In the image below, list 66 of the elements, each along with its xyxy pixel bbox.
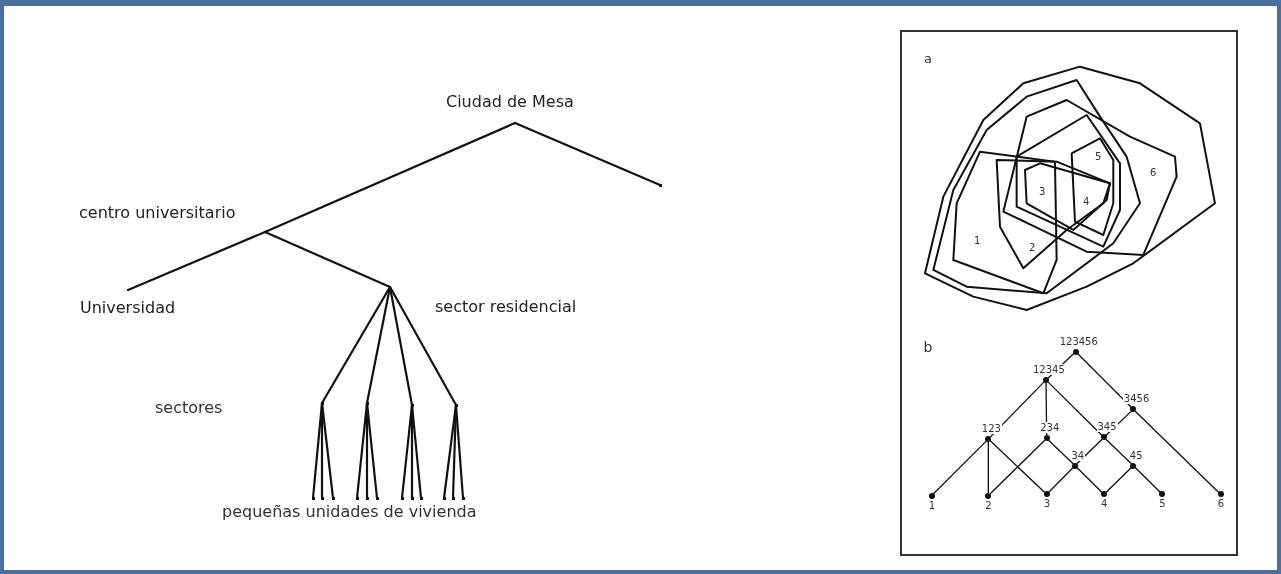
region-number: 3 bbox=[1039, 186, 1046, 198]
branch-point bbox=[442, 496, 446, 500]
vertex-label: 234 bbox=[1039, 422, 1061, 434]
branch-point bbox=[320, 496, 324, 500]
region-number: 4 bbox=[1083, 196, 1090, 208]
branch-point bbox=[451, 496, 455, 500]
region-number: 6 bbox=[1150, 167, 1157, 179]
branch-point bbox=[461, 496, 465, 500]
branch-point bbox=[320, 401, 324, 405]
vertex-label: 123 bbox=[980, 423, 1002, 434]
branch-point bbox=[355, 496, 359, 500]
branch-point bbox=[658, 183, 662, 187]
tree-label: Universidad bbox=[80, 299, 176, 317]
lattice-line bbox=[1045, 382, 1048, 436]
lattice-line bbox=[933, 440, 987, 495]
lattice-line bbox=[1047, 381, 1103, 436]
branch-line bbox=[388, 285, 458, 407]
vertex-label: 5 bbox=[1158, 498, 1167, 510]
region-number: 5 bbox=[1095, 151, 1102, 163]
branch-line bbox=[263, 230, 392, 289]
vertex-label: 34 bbox=[1070, 449, 1086, 461]
panel-letter: b bbox=[923, 339, 933, 355]
panel-letter: a bbox=[924, 50, 932, 66]
lattice-line bbox=[1076, 438, 1103, 465]
branch-point bbox=[419, 496, 423, 500]
vertex-label: 45 bbox=[1128, 449, 1144, 461]
vertex-label: 3 bbox=[1042, 498, 1052, 510]
level-label: pequeñas unidades de vivienda bbox=[222, 503, 477, 521]
lattice-line bbox=[1134, 467, 1161, 493]
lattice-line bbox=[1048, 439, 1074, 465]
vertex-label: 123456 bbox=[1058, 335, 1099, 347]
branch-point bbox=[365, 496, 369, 500]
vertex-label: 2 bbox=[984, 499, 993, 511]
vertex-label: 12345 bbox=[1032, 364, 1066, 375]
branch-line bbox=[126, 230, 267, 292]
branch-point bbox=[365, 401, 369, 405]
branch-point bbox=[400, 496, 404, 500]
branch-line bbox=[320, 285, 392, 405]
lattice-line bbox=[1076, 467, 1103, 493]
lattice-line bbox=[1048, 467, 1074, 493]
tree-label: Ciudad de Mesa bbox=[446, 93, 574, 111]
branch-point bbox=[311, 496, 315, 500]
region-number: 1 bbox=[974, 235, 981, 247]
lattice-line bbox=[1134, 410, 1220, 493]
level-label: sectores bbox=[155, 399, 223, 417]
tree-label: centro universitario bbox=[79, 204, 236, 222]
lattice-line bbox=[1105, 438, 1132, 465]
branch-point bbox=[454, 403, 458, 407]
lattice-line bbox=[987, 441, 989, 494]
tree-label: sector residencial bbox=[435, 298, 577, 316]
vertex-label: 6 bbox=[1216, 498, 1226, 510]
vertex-label: 3456 bbox=[1122, 393, 1151, 405]
vertex-label: 345 bbox=[1096, 421, 1118, 433]
vertex-label: 4 bbox=[1100, 498, 1109, 510]
lattice-line bbox=[1077, 353, 1132, 408]
branch-line bbox=[388, 285, 414, 407]
region-number: 2 bbox=[1029, 242, 1036, 254]
branch-point bbox=[375, 496, 379, 500]
branch-point bbox=[410, 496, 414, 500]
branch-line bbox=[513, 121, 662, 187]
lattice-line bbox=[989, 381, 1045, 438]
branch-point bbox=[331, 496, 335, 500]
lattice-line bbox=[1105, 467, 1132, 493]
branch-line bbox=[263, 121, 517, 234]
vertex-label: 1 bbox=[927, 499, 937, 511]
branch-point bbox=[410, 403, 414, 407]
